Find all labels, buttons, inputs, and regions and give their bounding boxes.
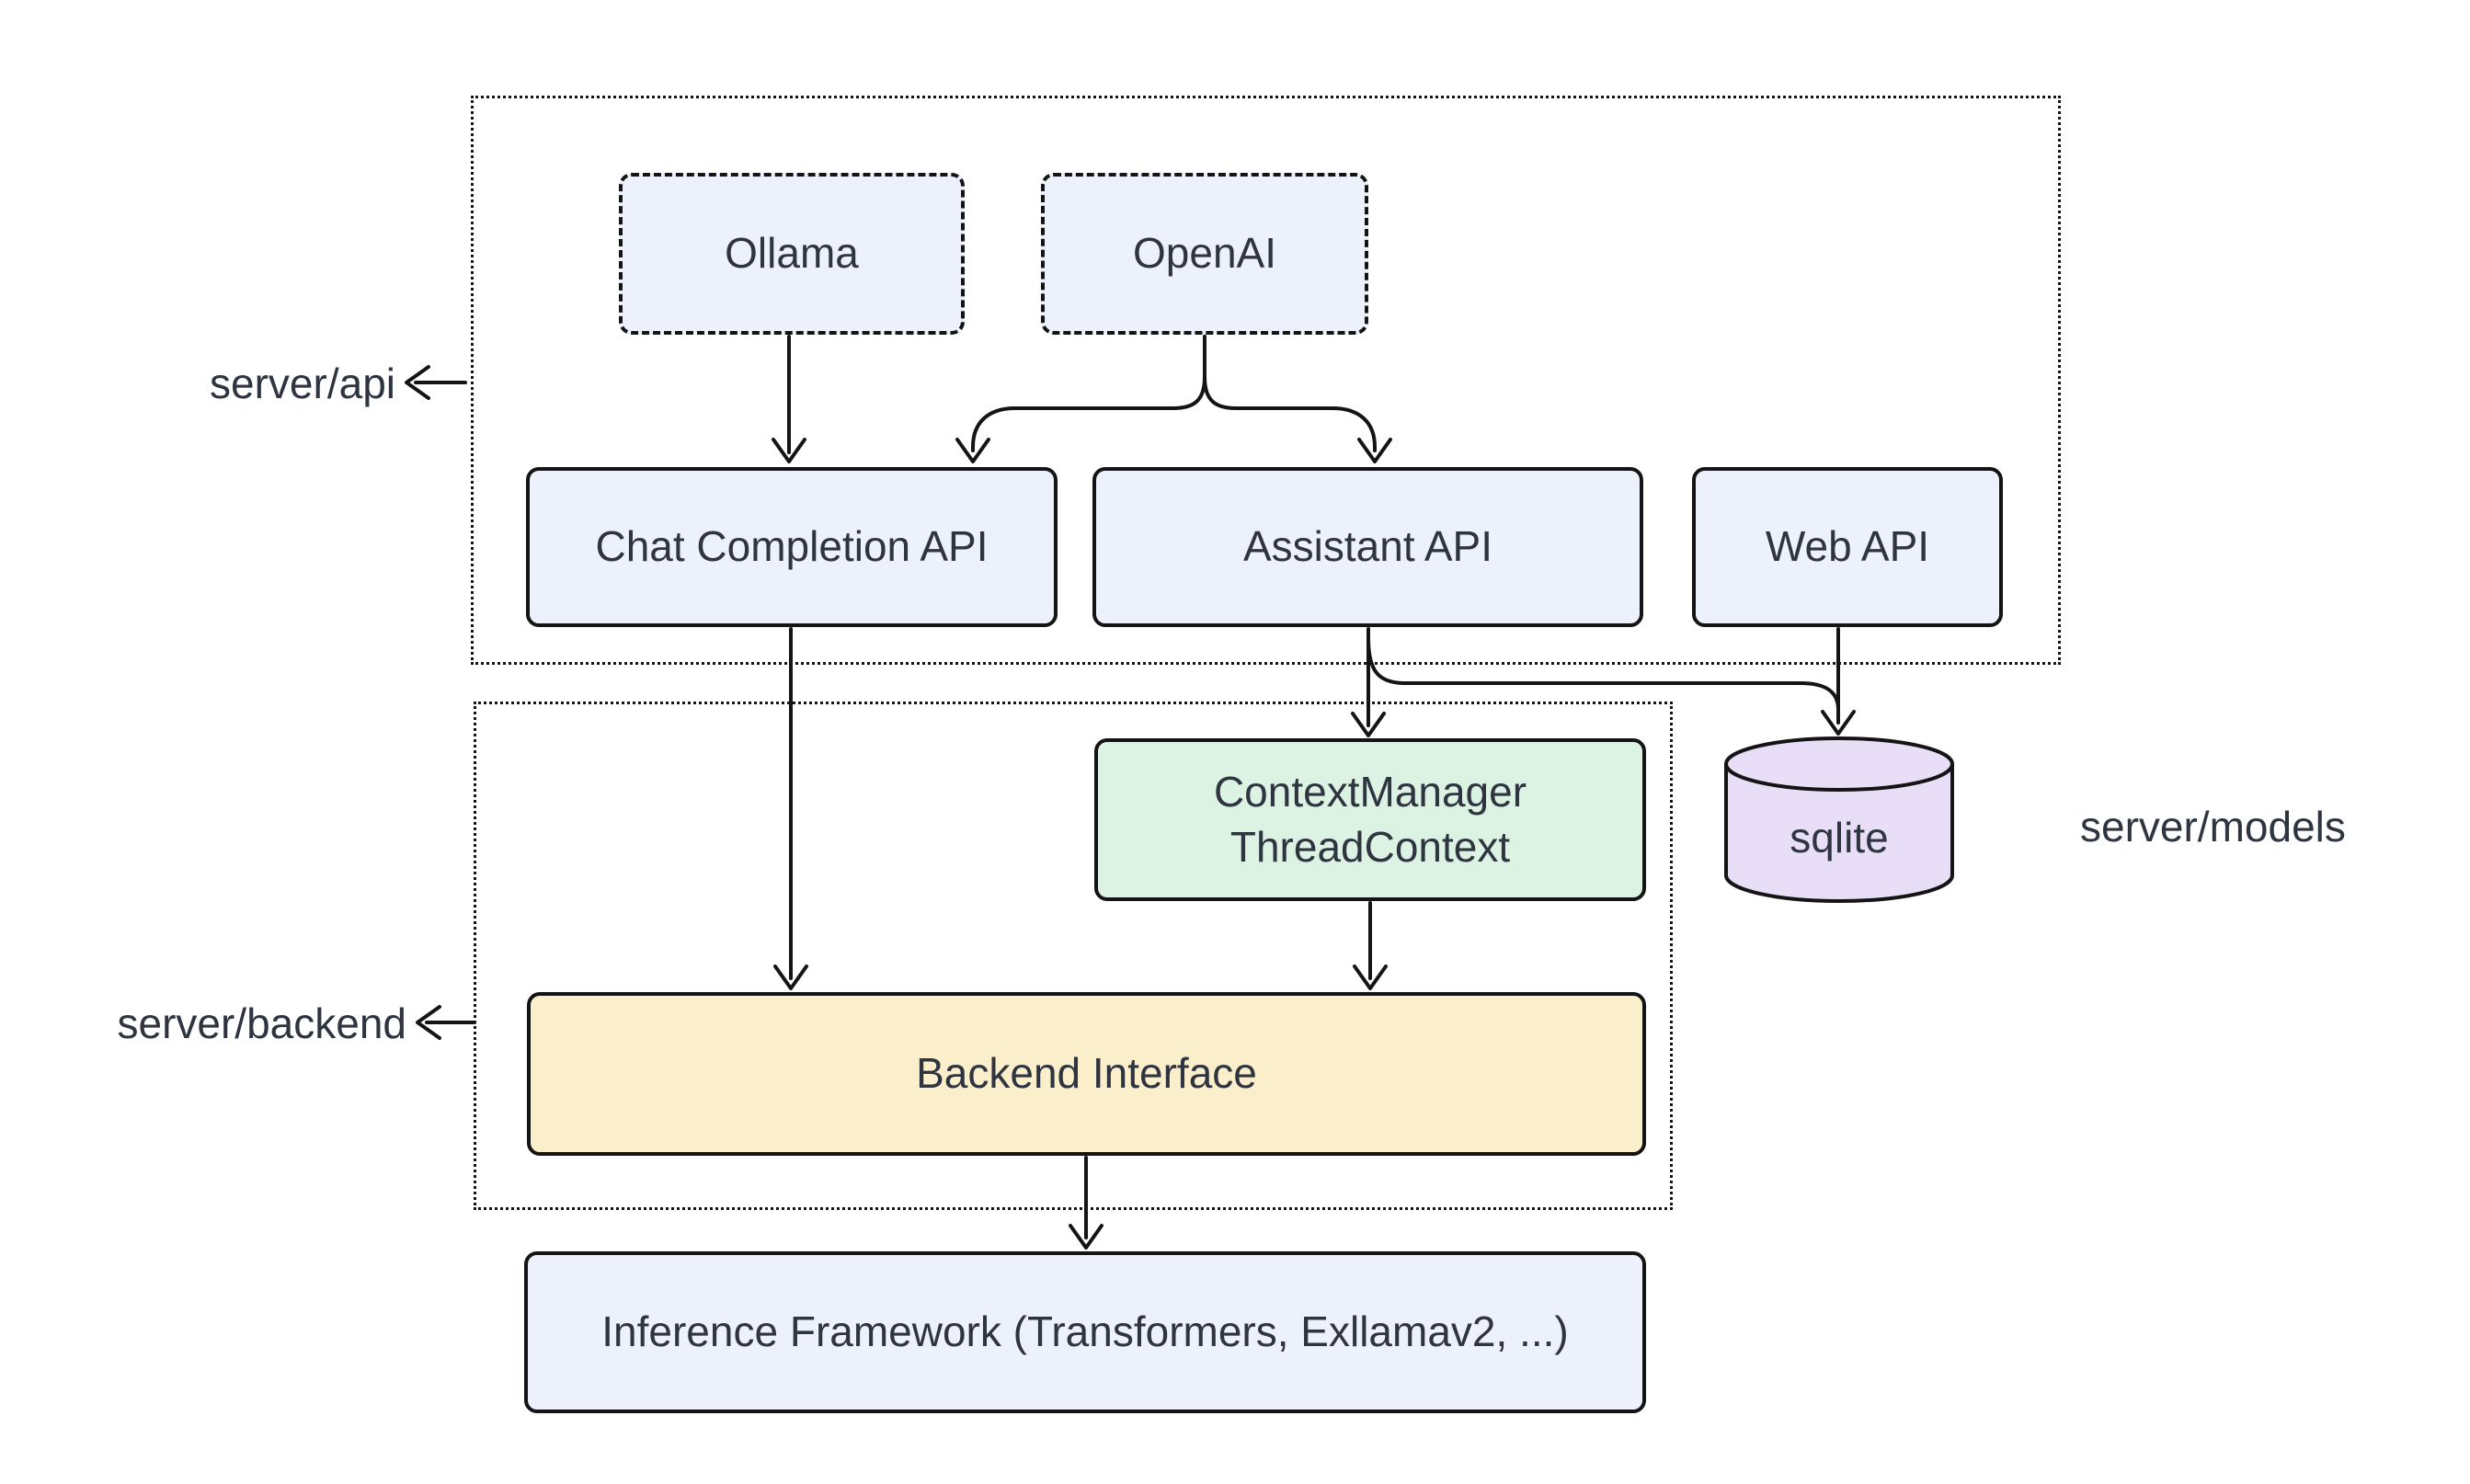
- node-inference-framework-label: Inference Framework (Transformers, Exlla…: [601, 1307, 1569, 1356]
- arrow-down-icon: [772, 438, 806, 463]
- node-inference-framework: Inference Framework (Transformers, Exlla…: [524, 1251, 1646, 1413]
- arrow-down-icon: [1351, 712, 1386, 737]
- connector-assistant-to-sqlite: [1367, 636, 1840, 712]
- connector-server-backend-label: [416, 1005, 476, 1040]
- connector-webapi-to-sqlite: [1821, 627, 1856, 736]
- node-assistant-api-label: Assistant API: [1242, 522, 1492, 571]
- node-chat-completion-api-label: Chat Completion API: [595, 522, 989, 571]
- label-server-models: server/models: [2080, 803, 2346, 850]
- arrow-down-icon: [1069, 1224, 1103, 1250]
- arrow-down-icon: [1357, 438, 1392, 463]
- node-backend-interface-label: Backend Interface: [916, 1049, 1257, 1098]
- label-server-api: server/api: [210, 360, 395, 407]
- node-web-api: Web API: [1692, 467, 2003, 627]
- node-context-manager-line1: ContextManager: [1213, 767, 1527, 816]
- node-context-manager-line2: ThreadContext: [1229, 822, 1511, 871]
- connector-openai-to-chat: [955, 335, 1206, 463]
- node-sqlite-label: sqlite: [1790, 814, 1889, 862]
- connector-contextmanager-to-backend-interface: [1353, 901, 1388, 990]
- container-server-backend: [474, 702, 1673, 1210]
- node-openai: OpenAI: [1041, 173, 1368, 335]
- connector-backend-interface-to-inference: [1069, 1156, 1103, 1250]
- arrow-down-icon: [773, 965, 808, 990]
- arrow-left-icon: [405, 365, 430, 400]
- container-server-api: [471, 96, 2061, 665]
- arrow-down-icon: [1353, 965, 1388, 990]
- arrow-left-icon: [416, 1005, 441, 1040]
- node-chat-completion-api: Chat Completion API: [526, 467, 1058, 627]
- connector-ollama-to-chat: [772, 335, 806, 463]
- arrow-down-icon: [1821, 710, 1856, 736]
- node-web-api-label: Web API: [1765, 522, 1930, 571]
- connector-chat-to-backend-interface: [773, 627, 808, 990]
- node-assistant-api: Assistant API: [1092, 467, 1643, 627]
- arrow-down-icon: [955, 438, 990, 463]
- node-context-manager: ContextManager ThreadContext: [1094, 738, 1646, 901]
- node-ollama: Ollama: [619, 173, 965, 335]
- node-ollama-label: Ollama: [725, 229, 859, 278]
- node-backend-interface: Backend Interface: [527, 992, 1646, 1156]
- sqlite-cylinder: [1724, 736, 1954, 903]
- label-server-backend: server/backend: [117, 999, 407, 1047]
- connector-openai-to-assistant: [1203, 335, 1392, 463]
- connector-server-api-label: [405, 365, 467, 400]
- node-openai-label: OpenAI: [1133, 229, 1276, 278]
